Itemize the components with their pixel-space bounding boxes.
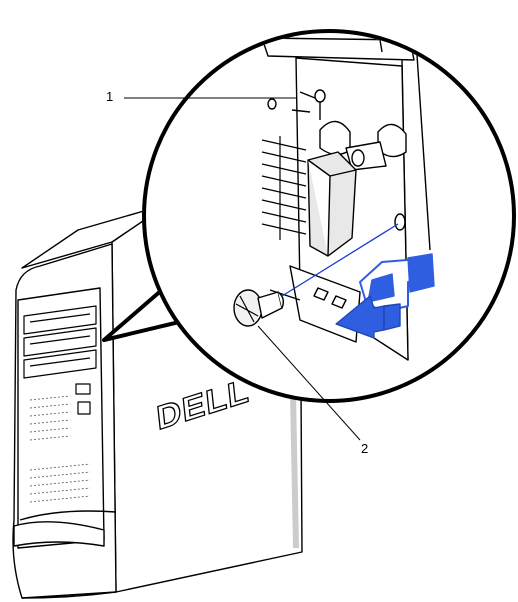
- vent-grille: [29, 395, 91, 503]
- magnified-contents: [233, 33, 435, 361]
- front-foot: [13, 521, 105, 547]
- callout-1-label: 1: [106, 89, 114, 104]
- callout-leaders: [124, 97, 361, 441]
- drive-bays: [23, 305, 97, 415]
- removal-arrow-icon: [335, 253, 435, 339]
- callout-2-label: 2: [361, 441, 369, 456]
- callout-2-leader: [257, 325, 361, 441]
- screw-alignment-line: [281, 223, 399, 297]
- screw-icon: [233, 289, 285, 327]
